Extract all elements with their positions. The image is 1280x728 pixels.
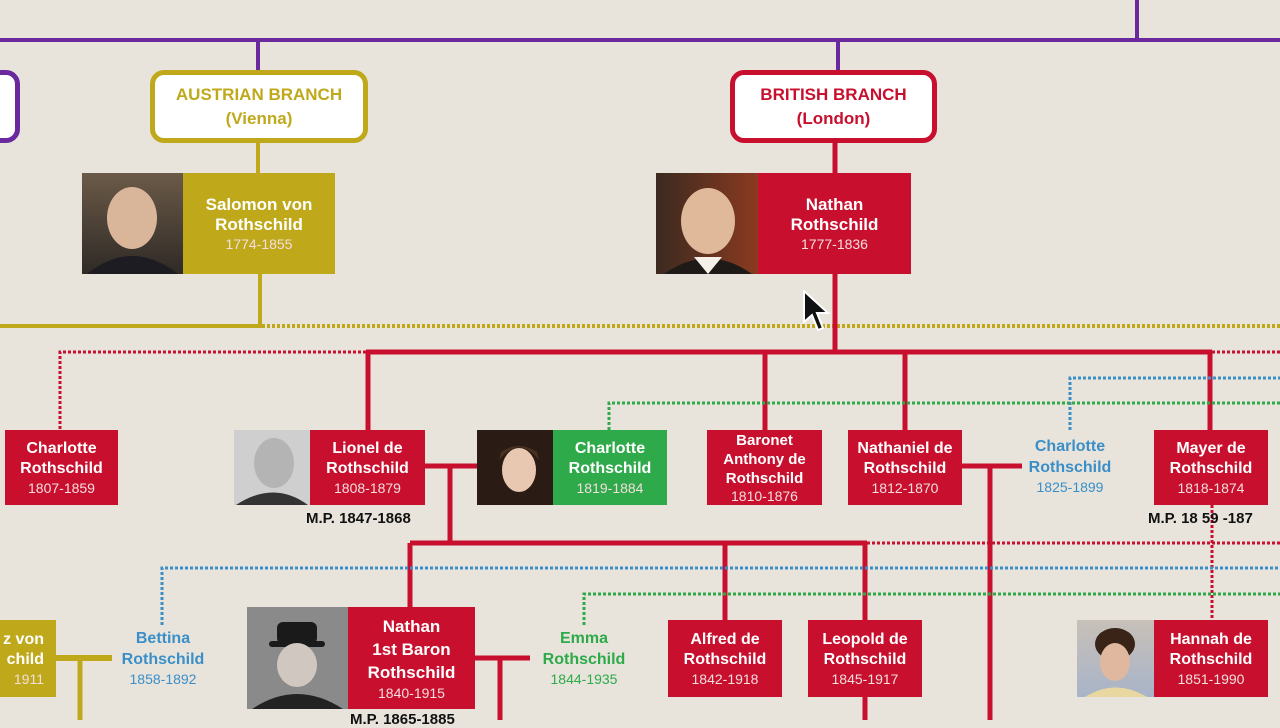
person-name: Rothschild: [20, 459, 103, 477]
person-years: 1842-1918: [691, 670, 759, 687]
person-name: Alfred de: [690, 630, 760, 648]
person-nathaniel[interactable]: Nathaniel de Rothschild 1812-1870: [848, 430, 962, 505]
person-name: Leopold de: [822, 630, 908, 648]
person-name: Rothschild: [568, 459, 652, 477]
person-years: 1812-1870: [871, 479, 939, 496]
person-name: Rothschild: [1028, 459, 1112, 476]
branch-city: (London): [796, 108, 871, 128]
portrait-nathan: [656, 173, 758, 274]
portrait-lionel: [234, 430, 310, 505]
person-years: 1807-1859: [28, 479, 95, 496]
person-years: 1777-1836: [801, 235, 868, 252]
person-nathan-1st-baron[interactable]: Nathan 1st Baron Rothschild 1840-1915: [348, 607, 475, 709]
person-name: 1st Baron: [372, 639, 451, 659]
person-name: Mayer de: [1176, 439, 1246, 457]
portrait-nathan-1st-baron: [247, 607, 348, 709]
person-name: child: [6, 650, 44, 668]
person-years: 1845-1917: [831, 670, 899, 687]
branch-title: BRITISH BRANCH: [760, 84, 907, 104]
person-name: Rothschild: [542, 651, 626, 668]
person-name: Rothschild: [121, 651, 205, 668]
person-leopold[interactable]: Leopold de Rothschild 1845-1917: [808, 620, 922, 697]
person-nathan[interactable]: Nathan Rothschild 1777-1836: [758, 173, 911, 274]
person-years: 1840-1915: [378, 684, 445, 701]
partial-branch-box: [0, 70, 20, 143]
portrait-charlotte-1819: [477, 430, 553, 505]
portrait-salomon: [82, 173, 183, 274]
person-lionel[interactable]: Lionel de Rothschild 1808-1879: [310, 430, 425, 505]
person-name: Salomon von: [205, 194, 313, 214]
person-mayer[interactable]: Mayer de Rothschild 1818-1874: [1154, 430, 1268, 505]
person-years: 1858-1892: [129, 671, 197, 687]
austrian-branch-box[interactable]: AUSTRIAN BRANCH (Vienna): [150, 70, 368, 143]
person-name: Baronet: [736, 432, 793, 449]
person-name: Rothschild: [326, 459, 409, 477]
person-charlotte-1819[interactable]: Charlotte Rothschild 1819-1884: [553, 430, 667, 505]
mayer-mp-note: M.P. 18 59 -187: [1148, 510, 1253, 527]
person-name: Rothschild: [725, 470, 804, 487]
person-years: 1810-1876: [731, 488, 798, 504]
person-years: 1819-1884: [576, 479, 644, 496]
person-name: Rothschild: [367, 662, 456, 682]
british-branch-box[interactable]: BRITISH BRANCH (London): [730, 70, 937, 143]
person-name: Nathaniel de: [857, 439, 953, 457]
person-name: Anthony de: [723, 451, 806, 468]
person-years: 1818-1874: [1177, 479, 1245, 496]
person-emma[interactable]: Emma Rothschild 1844-1935: [529, 628, 639, 688]
person-anthony[interactable]: Baronet Anthony de Rothschild 1810-1876: [707, 430, 822, 505]
person-name: Lionel de: [332, 439, 403, 457]
lionel-mp-note: M.P. 1847-1868: [306, 510, 411, 527]
person-years: 1808-1879: [334, 479, 401, 496]
person-austrian-partial[interactable]: z von child 1911: [0, 620, 56, 697]
person-name: Charlotte: [574, 439, 646, 457]
person-years: 1911: [13, 670, 44, 687]
person-name: Rothschild: [790, 214, 879, 234]
person-charlotte-1807[interactable]: Charlotte Rothschild 1807-1859: [5, 430, 118, 505]
person-name: Rothschild: [215, 214, 303, 234]
person-name: Emma: [559, 630, 609, 647]
person-name: Rothschild: [1169, 459, 1253, 477]
person-years: 1844-1935: [550, 671, 618, 687]
person-name: Rothschild: [1169, 650, 1253, 668]
person-name: Hannah de: [1170, 630, 1252, 648]
person-salomon[interactable]: Salomon von Rothschild 1774-1855: [183, 173, 335, 274]
branch-city: (Vienna): [225, 108, 293, 128]
person-charlotte-1825[interactable]: Charlotte Rothschild 1825-1899: [1015, 436, 1125, 496]
person-name: Charlotte: [26, 439, 97, 457]
mouse-cursor-icon: [803, 290, 831, 332]
person-name: Charlotte: [1034, 438, 1106, 455]
person-alfred[interactable]: Alfred de Rothschild 1842-1918: [668, 620, 782, 697]
person-name: Rothschild: [683, 650, 767, 668]
person-hannah[interactable]: Hannah de Rothschild 1851-1990: [1154, 620, 1268, 697]
person-years: 1774-1855: [225, 235, 293, 252]
person-years: 1851-1990: [1177, 670, 1245, 687]
person-name: z von: [3, 630, 44, 648]
person-bettina[interactable]: Bettina Rothschild 1858-1892: [108, 628, 218, 688]
portrait-hannah: [1077, 620, 1154, 697]
person-name: Rothschild: [823, 650, 907, 668]
person-years: 1825-1899: [1036, 479, 1104, 495]
person-name: Bettina: [135, 630, 191, 647]
branch-title: AUSTRIAN BRANCH: [175, 84, 343, 104]
person-name: Nathan: [382, 616, 441, 636]
person-name: Rothschild: [863, 459, 947, 477]
person-name: Nathan: [805, 194, 864, 214]
